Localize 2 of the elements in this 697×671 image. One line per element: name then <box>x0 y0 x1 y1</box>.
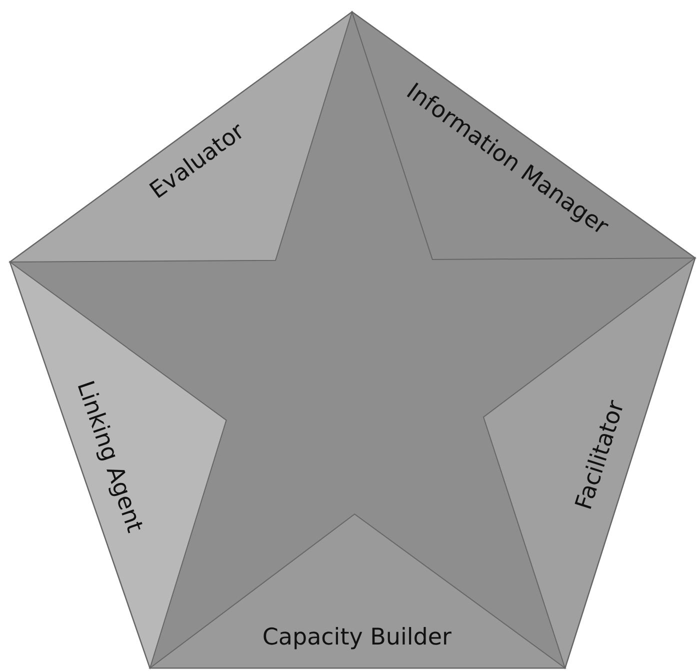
role-label: Capacity Builder <box>262 624 452 650</box>
role-label: Linking Agent <box>72 378 148 536</box>
